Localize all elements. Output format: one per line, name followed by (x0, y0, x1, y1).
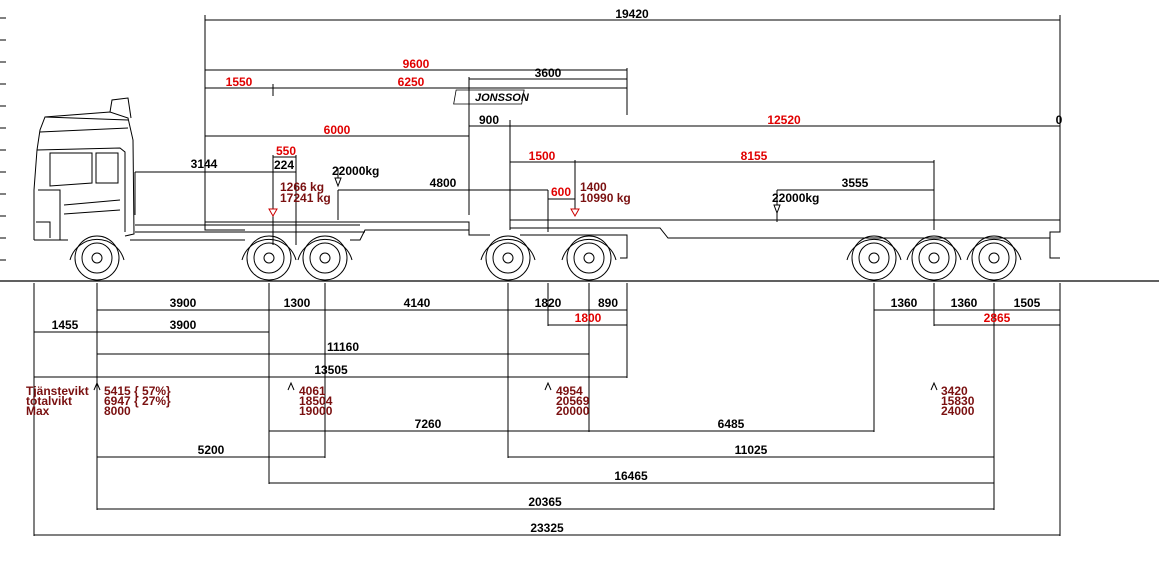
dim-b-1360a: 1360 (891, 296, 918, 310)
trailer-wheel-3 (966, 235, 1022, 281)
dim-b-1455: 1455 (52, 318, 79, 332)
dim-b-890: 890 (598, 296, 618, 310)
dim-b-1360b: 1360 (951, 296, 978, 310)
dim-b-3900b: 3900 (170, 318, 197, 332)
dim-3600: 3600 (535, 66, 562, 80)
dim-b-3900a: 3900 (170, 296, 197, 310)
dim-b-2865: 2865 (984, 311, 1011, 325)
dim-b-1505: 1505 (1014, 296, 1041, 310)
trailer-wheel-2 (906, 235, 962, 281)
dim-224: 224 (274, 158, 294, 172)
dim-b-4140: 4140 (404, 296, 431, 310)
dim-b-20365: 20365 (528, 495, 562, 509)
kingpin-load-2b: 10990 kg (580, 191, 631, 205)
weight-trailer-2: 24000 (941, 404, 975, 418)
dim-9600: 9600 (403, 57, 430, 71)
brand-text: JONSSON (475, 92, 530, 104)
weight-dolly-2: 20000 (556, 404, 590, 418)
weight-dolly-1: 20569 (556, 394, 590, 408)
dim-1500: 1500 (529, 149, 556, 163)
dim-900: 900 (479, 113, 499, 127)
kingpin-load-1b: 17241 kg (280, 191, 331, 205)
load-rear: 22000kg (772, 191, 819, 205)
weight-drive-1: 18504 (299, 394, 333, 408)
weight-drive-0: 4061 (299, 384, 326, 398)
dim-b-16465: 16465 (614, 469, 648, 483)
dim-550: 550 (276, 144, 296, 158)
trailer-wheel-1 (846, 235, 902, 281)
dim-3144: 3144 (191, 157, 218, 171)
weight-dolly-0: 4954 (556, 384, 583, 398)
dim-b-1800: 1800 (575, 311, 602, 325)
axle-weight-table: Tjänstevikt totalvikt Max 5415 { 57%} 69… (26, 381, 975, 418)
weight-front-0: 5415 { 57%} (104, 384, 171, 398)
dim-600: 600 (551, 185, 571, 199)
truck-drive-wheel-1 (241, 235, 297, 281)
dim-1550: 1550 (226, 75, 253, 89)
weight-trailer-1: 15830 (941, 394, 975, 408)
dim-b-13505: 13505 (314, 363, 348, 377)
dim-12520: 12520 (767, 113, 801, 127)
dim-b-1300: 1300 (284, 296, 311, 310)
kingpin-load-1: 1266 kg (280, 180, 324, 194)
dim-b-11160: 11160 (327, 340, 359, 354)
truck-tractor (33, 97, 365, 281)
dim-6000: 6000 (324, 123, 351, 137)
left-ruler (0, 17, 6, 261)
weight-drive-2: 19000 (299, 404, 333, 418)
dim-b-23325: 23325 (530, 521, 564, 535)
bottom-dimensions: 3900 1300 4140 1820 890 1360 1360 1505 1… (33, 283, 1061, 536)
weight-front-2: 8000 (104, 404, 131, 418)
weight-label-tjanstevikt: Tjänstevikt (26, 384, 89, 398)
weight-label-totalvikt: totalvikt (26, 394, 72, 408)
dolly-wheel-1 (480, 235, 536, 281)
dim-b-11025: 11025 (735, 443, 768, 457)
dim-b-5200: 5200 (198, 443, 225, 457)
weight-trailer-0: 3420 (941, 384, 968, 398)
dim-3555: 3555 (842, 176, 869, 190)
dim-zero: 0 (1056, 113, 1063, 127)
weight-front-1: 6947 { 27%} (104, 394, 171, 408)
dolly-wheel-2 (561, 235, 617, 281)
dim-6250: 6250 (398, 75, 425, 89)
dim-4800: 4800 (430, 176, 457, 190)
semi-trailer (509, 219, 1061, 281)
dim-8155: 8155 (741, 149, 768, 163)
dolly-trailer (204, 221, 628, 281)
dim-b-1820: 1820 (535, 296, 562, 310)
top-dimensions: 19420 9600 3600 1550 6250 JONSSON 900 12… (134, 7, 1063, 245)
load-annotations: 22000kg 1266 kg 17241 kg 1400 10990 kg 2… (268, 164, 819, 218)
dim-b-6485: 6485 (718, 417, 745, 431)
dim-19420: 19420 (615, 7, 649, 21)
jonsson-logo: JONSSON (453, 89, 530, 105)
truck-front-wheel (69, 235, 125, 281)
truck-drive-wheel-2 (297, 235, 353, 281)
kingpin-load-2: 1400 (580, 180, 607, 194)
dim-b-7260: 7260 (415, 417, 442, 431)
load-front: 22000kg (332, 164, 379, 178)
weight-label-max: Max (26, 404, 50, 418)
